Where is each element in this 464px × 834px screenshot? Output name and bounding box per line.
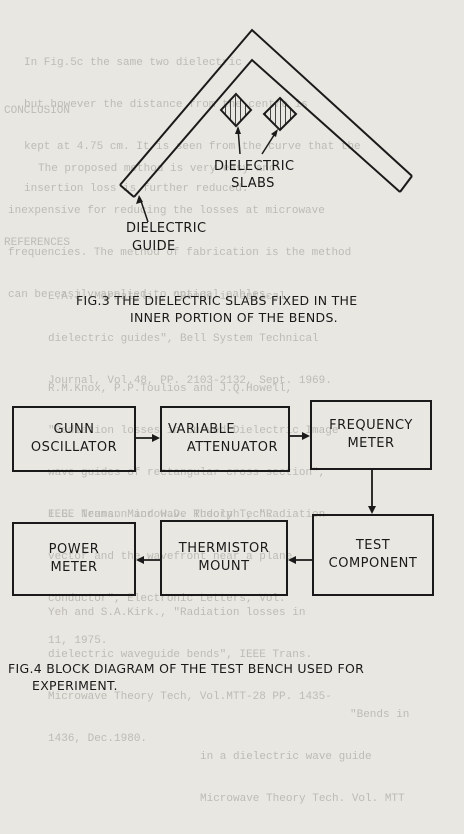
guide-outer-edge <box>119 28 413 186</box>
block-text: METER <box>50 560 98 575</box>
bg-line: inexpensive for reducing the losses at m… <box>8 205 325 217</box>
bg-line: E.G. Neumann and H.D. Rudolph., "Radiati… <box>48 509 326 521</box>
bg-line: IEEE Trans. Microwave Theory Tech. <box>48 509 273 521</box>
block-text: THERMISTOR <box>178 541 270 556</box>
bg-line: E.A.J. Marcatili., "Bends in optical <box>48 291 286 303</box>
dielectric-slab-right <box>262 96 298 132</box>
block-text: MOUNT <box>198 559 250 574</box>
block-variable-attenuator: VARIABLE ATTENUATOR <box>160 406 290 472</box>
bg-line: dielectric waveguide bends", IEEE Trans. <box>48 649 313 661</box>
block-text: COMPONENT <box>328 556 418 571</box>
bg-line: can be easily applied to optical cables. <box>8 289 273 301</box>
bg-line: Microwave Theory Tech, Vol.MTT-28 PP. 14… <box>48 691 332 703</box>
block-frequency-meter: FREQUENCY METER <box>310 400 432 470</box>
block-test-component: TEST COMPONENT <box>312 514 434 596</box>
block-text: FREQUENCY <box>329 418 413 433</box>
slabs-label: DIELECTRIC SLABS <box>214 158 295 192</box>
bg-line: Yeh and S.A.Kirk., "Radiation losses in <box>48 607 306 619</box>
guide-label-line1: DIELECTRIC <box>126 221 207 236</box>
background-ref-2: R.M.Knox, P.P.Toulios and J.Q.Howell, "R… <box>8 354 464 550</box>
bg-line: In Fig.5c the same two dielectric <box>24 57 242 69</box>
fig3-bend-drawing <box>119 28 413 223</box>
bg-line: The proposed method is very easy and <box>38 163 276 175</box>
bg-line: Journal, Vol.48, PP. 2103-2132, Sept. 19… <box>48 375 332 387</box>
fig3-caption-line1: FIG.3 THE DIELECTRIC SLABS FIXED IN THE <box>76 293 358 308</box>
bg-line: in a dielectric wave guide <box>200 751 372 763</box>
block-text: GUNN <box>53 422 95 437</box>
guide-inner-edge <box>133 58 401 198</box>
background-ref-3: E.G. Neumann and H.D. Rudolph., "Radiati… <box>8 480 464 676</box>
fig3-caption-line2: INNER PORTION OF THE BENDS. <box>130 310 338 325</box>
bg-line: 11, 1975. <box>48 635 108 647</box>
slabs-label-line1: DIELECTRIC <box>214 159 295 174</box>
fig4-caption-line2: EXPERIMENT. <box>32 678 118 693</box>
bg-line: conductor", Electronic Letters, Vol. <box>48 593 286 605</box>
block-text: TEST <box>355 538 391 553</box>
guide-left-end <box>119 184 135 198</box>
bg-line: R.M.Knox, P.P.Toulios and J.Q.Howell, <box>48 383 293 395</box>
background-section-conclusion: CONCLUSION <box>4 105 71 117</box>
block-gunn-oscillator: GUNN OSCILLATOR <box>12 406 136 472</box>
block-thermistor-mount: THERMISTOR MOUNT <box>160 520 288 596</box>
block-power-meter: POWER METER <box>12 522 136 596</box>
block-text: OSCILLATOR <box>30 440 118 455</box>
block-text: POWER <box>48 542 100 557</box>
slabs-label-line2: SLABS <box>231 176 275 191</box>
bg-line: "Radiation losses in Curved Dielectric I… <box>48 425 339 437</box>
guide-label-line2: GUIDE <box>132 239 176 254</box>
background-text-conclusion: The proposed method is very easy and ine… <box>8 134 464 330</box>
background-section-refs: REFERENCES <box>4 237 71 249</box>
guide-label: DIELECTRIC GUIDE <box>126 220 206 256</box>
bg-line: kept at 4.75 cm. It is seen from the cur… <box>24 141 361 153</box>
dielectric-slab-left <box>219 92 253 128</box>
block-text: ATTENUATOR <box>186 440 278 455</box>
guide-right-end <box>399 175 413 193</box>
bg-line: dielectric guides", Bell System Technica… <box>48 333 319 345</box>
bg-line: frequencies. The method of fabrication i… <box>8 247 352 259</box>
block-text: VARIABLE <box>168 422 236 437</box>
bg-line: insertion loss is further reduced. <box>24 183 249 195</box>
fig3-caption: FIG.3 THE DIELECTRIC SLABS FIXED IN THE … <box>76 292 357 326</box>
slab-pointer-right <box>261 131 277 155</box>
fig4-caption-line1: FIG.4 BLOCK DIAGRAM OF THE TEST BENCH US… <box>8 661 365 676</box>
fig4-caption: FIG.4 BLOCK DIAGRAM OF THE TEST BENCH US… <box>8 660 364 694</box>
background-ref-1: E.A.J. Marcatili., "Bends in optical die… <box>8 262 464 416</box>
block-text: METER <box>347 436 395 451</box>
bg-line: Microwave Theory Tech. Vol. MTT <box>200 793 405 805</box>
bg-line: but however the distance from the centre… <box>24 99 308 111</box>
background-text-top: In Fig.5c the same two dielectric but ho… <box>24 28 464 224</box>
scanned-page: In Fig.5c the same two dielectric but ho… <box>4 28 464 805</box>
